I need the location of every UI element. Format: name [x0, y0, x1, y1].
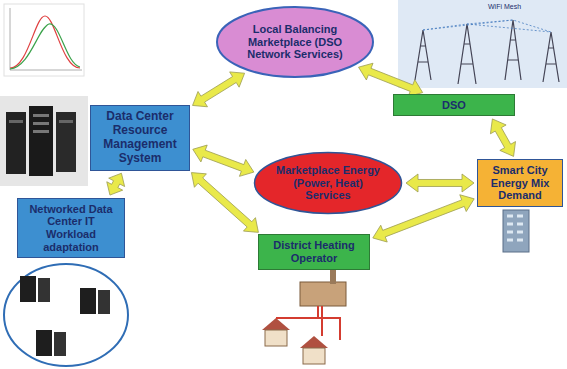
chart-frame [4, 4, 84, 76]
server-slot [59, 120, 73, 123]
server-cabinet [29, 106, 53, 176]
heating-plant [300, 282, 346, 306]
chart-axis [10, 8, 11, 70]
server-cabinet [56, 112, 76, 172]
operator-box: DSO [393, 94, 515, 117]
server-slot [33, 122, 49, 125]
double-arrow [373, 195, 474, 242]
node-label: Data Center Resource Management System [96, 110, 185, 165]
marketplace-ellipse: Marketplace Energy (Power, Heat) Service… [253, 151, 403, 215]
double-arrow [490, 119, 515, 156]
server-photo [0, 96, 88, 186]
server-slot [9, 120, 23, 123]
node-text-block: Local Balancing Marketplace (DSO Network… [236, 23, 354, 61]
server-cabinet [36, 330, 52, 356]
process-box: Networked Data Center IT Workload adapta… [17, 198, 125, 259]
server-cabinet [80, 288, 96, 314]
double-arrow [191, 173, 258, 233]
node-label: Networked Data Center IT Workload adapta… [23, 203, 120, 254]
data-center-group [4, 264, 128, 366]
double-arrow [107, 173, 125, 195]
radio-tower [543, 32, 559, 82]
server-slot [33, 130, 49, 133]
house-roof [300, 336, 328, 348]
ellipse-fill [255, 153, 402, 214]
node-text-block: DSO [398, 99, 510, 112]
node-text-block: Data Center Resource Management System [96, 110, 185, 165]
house [303, 348, 325, 364]
node-label: DSO [398, 99, 510, 112]
node-text-block: District Heating Operator [263, 239, 365, 264]
heat-pipe [276, 306, 340, 340]
double-arrow [193, 145, 254, 176]
radio-tower [505, 20, 521, 80]
sky-backdrop [398, 0, 567, 88]
node-text-block: Smart City Energy Mix Demand [483, 164, 558, 202]
server-cabinet [98, 290, 110, 314]
radio-tower [458, 24, 476, 84]
city-building [503, 210, 529, 252]
mesh-link [423, 20, 551, 32]
server-slot [33, 114, 49, 117]
node-text-block: Marketplace Energy (Power, Heat) Service… [273, 164, 384, 202]
demand-box: Smart City Energy Mix Demand [477, 159, 563, 207]
double-arrow [406, 174, 474, 192]
chart-curve [10, 16, 80, 68]
house [265, 330, 287, 346]
radio-tower [415, 30, 431, 80]
chart-axis [10, 70, 82, 71]
plant-chimney [330, 268, 336, 284]
process-box: Data Center Resource Management System [90, 105, 190, 170]
building-windows [507, 216, 523, 240]
node-label: Smart City Energy Mix Demand [483, 164, 558, 202]
chart-curve [10, 24, 80, 69]
house-roof [262, 318, 290, 330]
node-label: Marketplace Energy (Power, Heat) Service… [273, 164, 384, 202]
double-arrow [193, 72, 245, 107]
server-cabinet [38, 278, 50, 302]
server-cabinet [20, 276, 36, 302]
node-text-block: Networked Data Center IT Workload adapta… [23, 203, 120, 254]
server-cabinet [54, 332, 66, 356]
node-label: District Heating Operator [263, 239, 365, 264]
operator-box: District Heating Operator [258, 234, 370, 269]
marketplace-ellipse: Local Balancing Marketplace (DSO Network… [215, 5, 375, 79]
ellipse-fill [217, 7, 373, 77]
server-cabinet [6, 112, 26, 174]
double-arrow [359, 63, 423, 96]
image-caption: WiFi Mesh [488, 3, 521, 10]
node-label: Local Balancing Marketplace (DSO Network… [236, 23, 354, 61]
